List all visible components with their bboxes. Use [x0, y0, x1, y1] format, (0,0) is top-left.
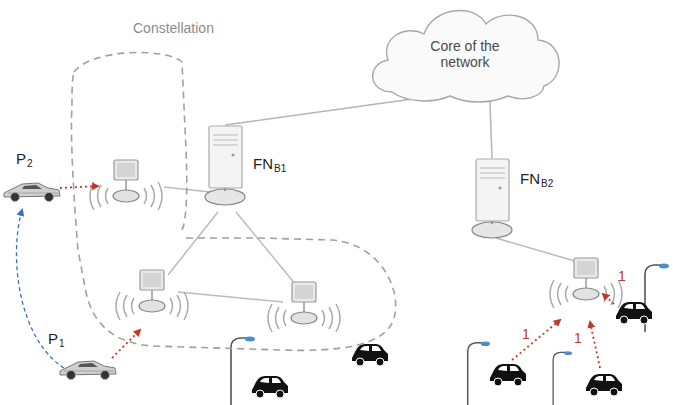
- network-link: [490, 96, 492, 158]
- node-name: FN: [520, 170, 540, 187]
- node-subscript: B2: [541, 178, 553, 189]
- vehicle-position-label: P: [16, 150, 26, 167]
- label-subscript: 1: [59, 338, 65, 349]
- callout-number: 1: [522, 326, 530, 342]
- label-subscript: 2: [27, 158, 33, 169]
- callout-number: 1: [574, 330, 582, 346]
- callout-number: 1: [618, 268, 626, 284]
- cloud-label: Core of the network: [417, 38, 513, 70]
- fog-node-server: FNB2: [470, 158, 562, 246]
- network-link: [225, 98, 420, 125]
- node-name: FN: [253, 155, 273, 172]
- region-label: Constellation: [133, 20, 214, 36]
- fog-node-server: FNB1: [203, 125, 295, 215]
- constellation-region: Constellation: [30, 15, 410, 360]
- node-subscript: B1: [274, 163, 286, 174]
- network-cloud: Core of the network: [362, 0, 568, 104]
- vehicle-position-label: P: [48, 330, 58, 347]
